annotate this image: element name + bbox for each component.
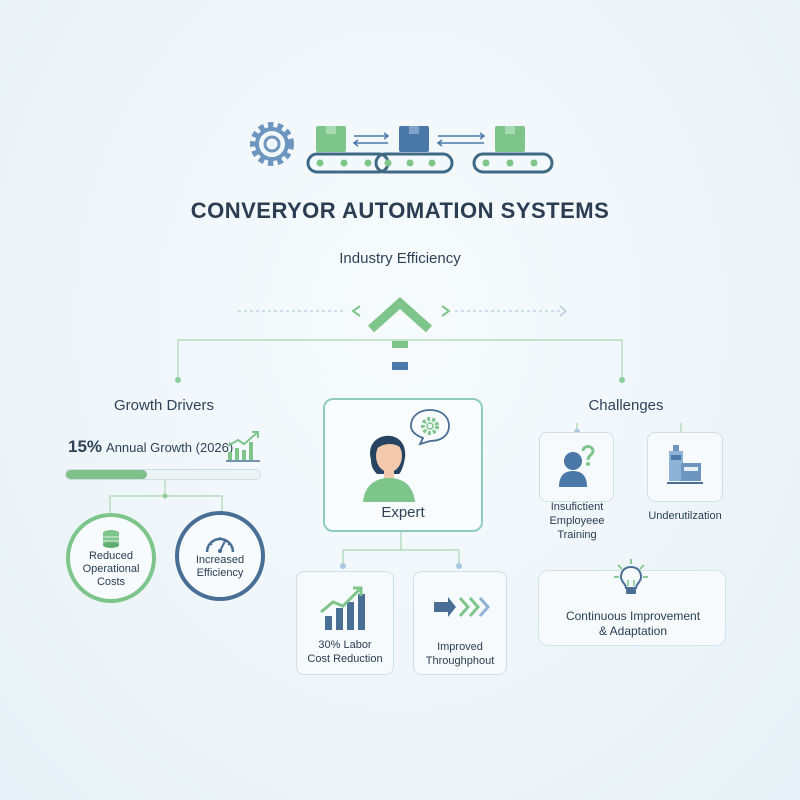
training-card	[539, 432, 614, 502]
reduced-costs-line-1: Reduced	[88, 549, 134, 562]
growth-stat: 15%Annual Growth (2026)	[68, 437, 233, 457]
increased-efficiency-line-2: Efficiency	[196, 567, 244, 579]
machine-icon	[667, 445, 703, 484]
training-line-2: Employeee	[549, 515, 605, 527]
throughput-line-1: Improved	[437, 641, 483, 653]
person-icon	[363, 435, 415, 502]
expert-card	[323, 398, 483, 532]
double-arrow-icon	[352, 132, 486, 147]
box-icon	[316, 126, 525, 152]
growth-progress-bar	[65, 469, 261, 480]
improvement-line-2: & Adaptation	[598, 624, 668, 638]
labor-cost-line-2: Cost Reduction	[307, 653, 383, 665]
chevron-up-icon	[367, 296, 433, 370]
growth-stat-value: 15%	[68, 437, 103, 456]
chevrons-right-icon	[434, 597, 490, 617]
bar-chart-arrow-icon	[320, 586, 365, 630]
training-line-3: Training	[557, 529, 597, 541]
growth-stat-label: Annual Growth (2026)	[106, 440, 234, 455]
challenges-heading: Challenges	[588, 397, 664, 414]
header-illustration	[250, 122, 554, 174]
expert-label: Expert	[381, 504, 425, 521]
chat-gear-icon	[410, 409, 450, 446]
improvement-line-1: Continuous Improvement	[565, 609, 701, 623]
reduced-costs-item: Reduced Operational Costs	[66, 513, 156, 603]
person-question-icon	[558, 445, 595, 487]
labor-cost-card: 30% Labor Cost Reduction	[296, 571, 394, 675]
increased-efficiency-line-1: Increased	[195, 554, 245, 566]
growth-drivers-heading: Growth Drivers	[113, 397, 214, 414]
training-label: Insufictient Employeee Training	[530, 500, 624, 542]
coins-icon	[103, 529, 119, 548]
page-title: CONVERYOR AUTOMATION SYSTEMS	[190, 198, 610, 223]
training-line-1: Insufictient	[550, 501, 604, 513]
underutilization-label: Underutilzation	[648, 510, 722, 522]
reduced-costs-line-3: Costs	[96, 575, 126, 588]
gear-icon	[250, 122, 294, 166]
speedometer-icon	[205, 537, 235, 553]
throughput-card: Improved Throughphout	[413, 571, 507, 675]
lightbulb-icon	[614, 559, 648, 594]
labor-cost-line-1: 30% Labor	[318, 639, 372, 651]
throughput-line-2: Throughphout	[425, 655, 495, 667]
page-subtitle: Industry Efficiency	[339, 250, 461, 267]
increased-efficiency-item: Increased Efficiency	[175, 511, 265, 601]
growth-progress-fill	[66, 470, 148, 479]
reduced-costs-line-2: Operational	[82, 562, 140, 575]
growth-chart-icon	[226, 431, 260, 462]
underutilization-card	[647, 432, 723, 502]
improvement-label: Continuous Improvement & Adaptation	[538, 609, 728, 639]
